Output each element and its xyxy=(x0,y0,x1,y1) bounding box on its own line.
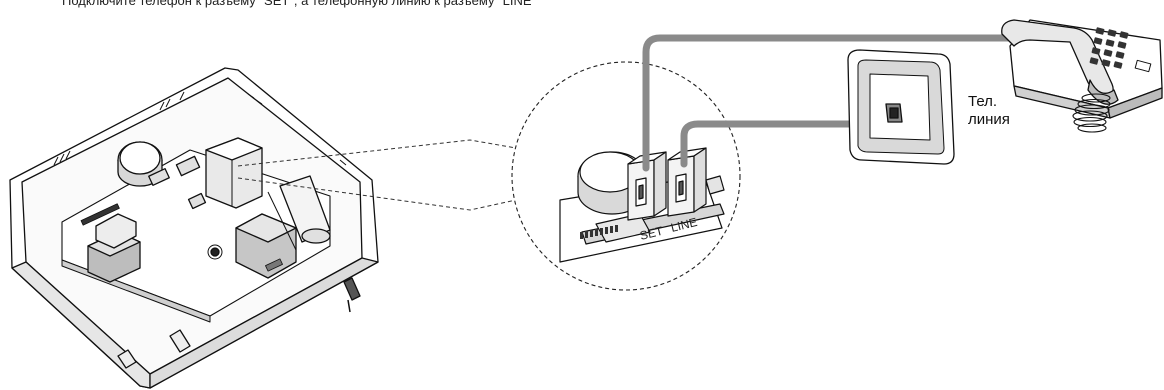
magnified-view: SET LINE xyxy=(511,61,741,291)
line-jack[interactable] xyxy=(667,147,707,217)
phone-cable xyxy=(642,34,1016,172)
phone-line-label-line2: линия xyxy=(968,111,1010,128)
line-port-label: LINE xyxy=(669,215,698,235)
set-jack[interactable] xyxy=(627,151,667,221)
wall-socket xyxy=(847,49,955,165)
instruction-text: Подключите телефон к разъему "SET", а те… xyxy=(62,0,537,8)
phone-line-label-line1: Тел. xyxy=(968,93,998,110)
telephone xyxy=(1001,19,1163,133)
control-panel xyxy=(9,67,379,389)
phone-line-label: Тел. линия xyxy=(968,93,1010,129)
zoom-callout-lines xyxy=(237,139,517,211)
set-port-label: SET xyxy=(638,224,665,243)
